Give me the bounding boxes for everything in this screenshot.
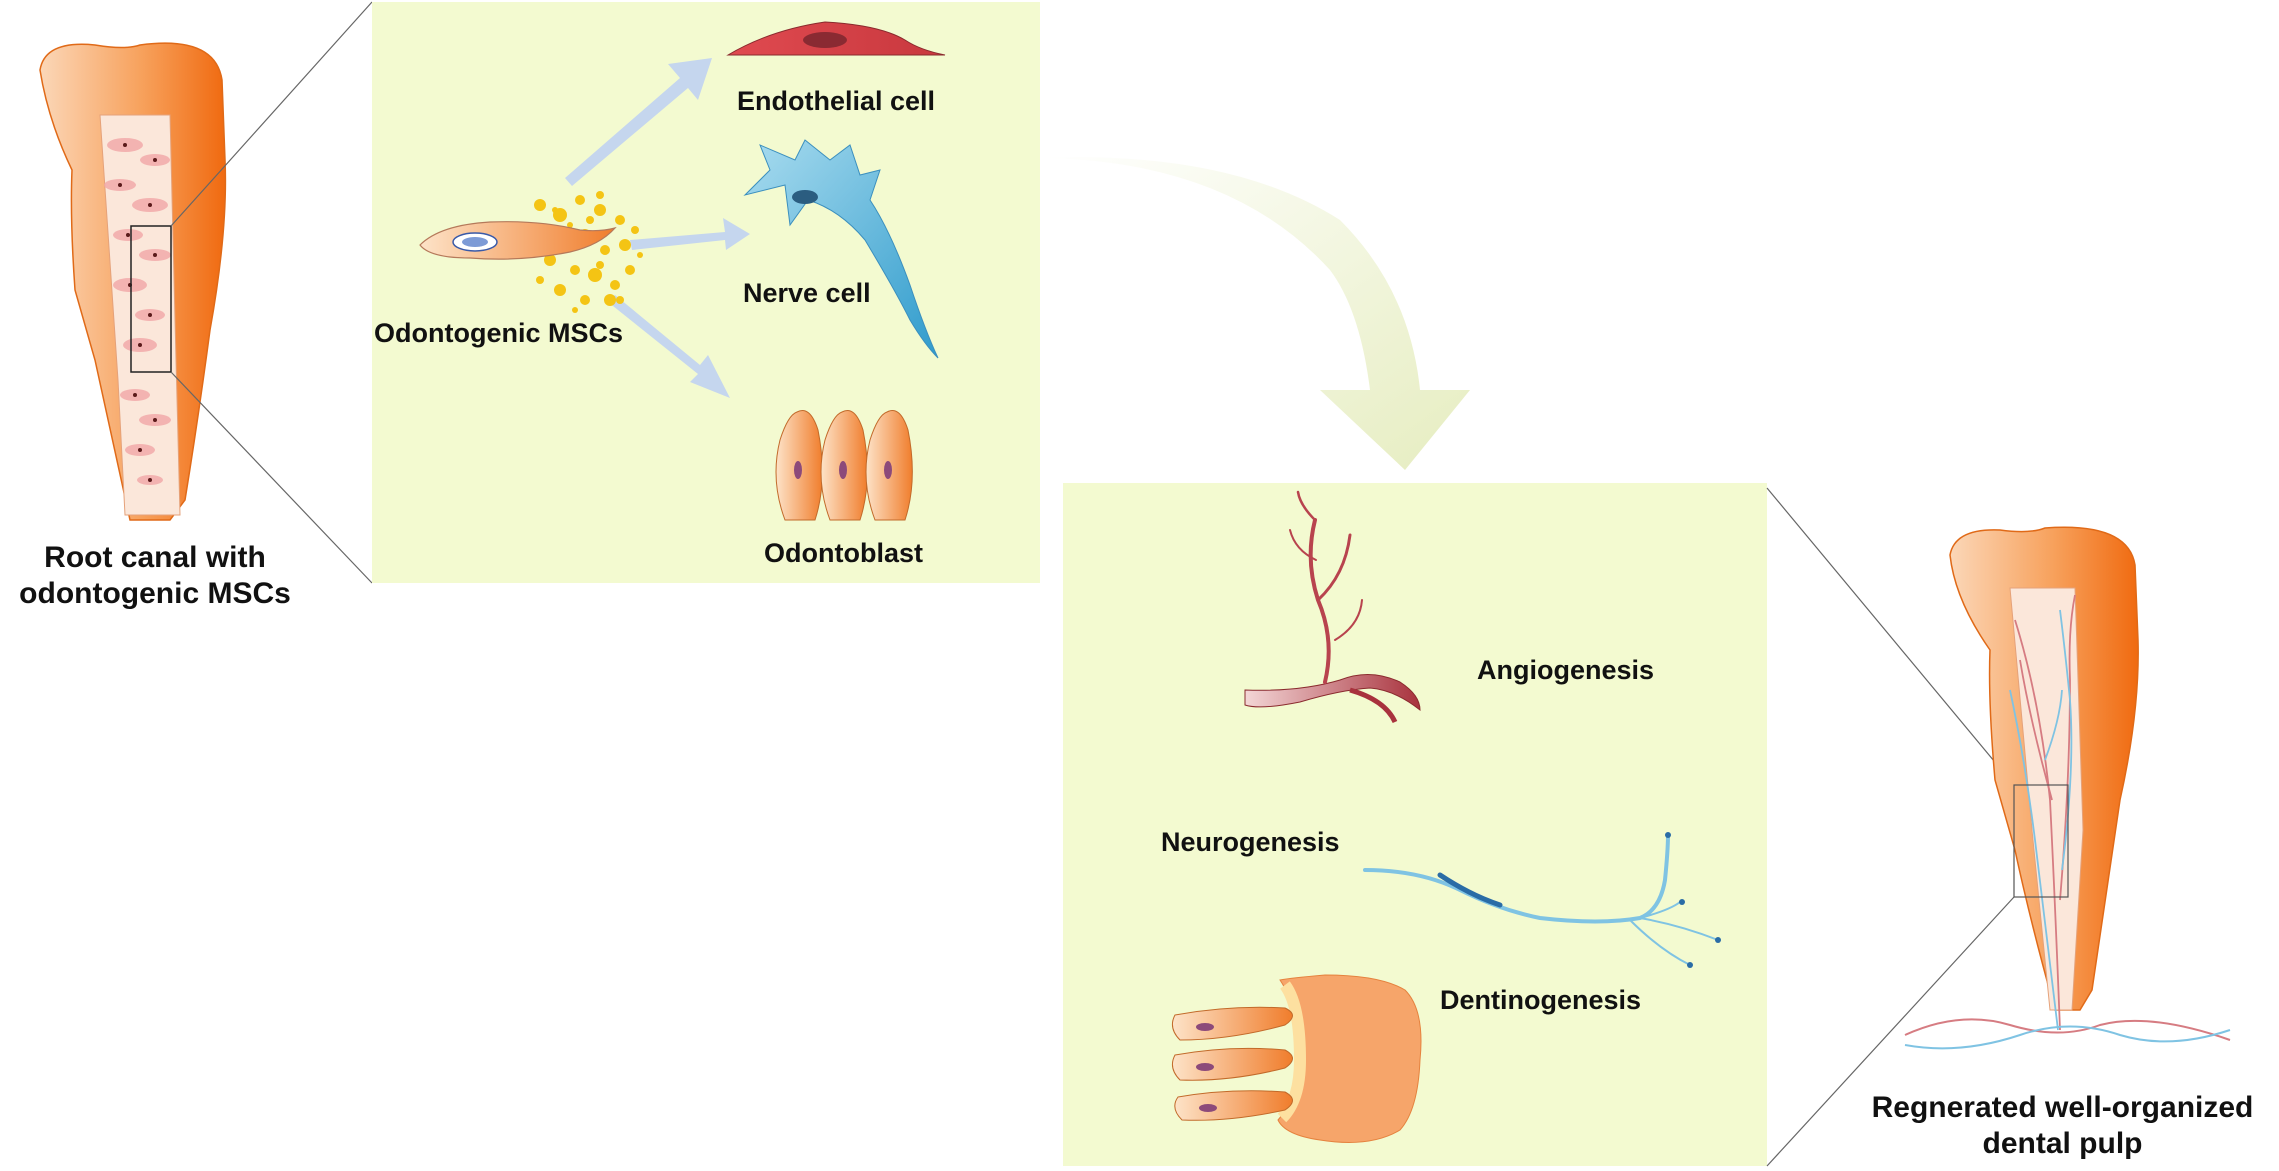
tooth-left-icon: [39, 42, 227, 521]
odontogenic-mscs-label: Odontogenic MSCs: [374, 318, 623, 348]
nerve-cell-label: Nerve cell: [743, 278, 871, 308]
odontoblast-label: Odontoblast: [764, 538, 923, 568]
neurogenesis-label: Neurogenesis: [1161, 827, 1340, 857]
endothelial-cell-label: Endothelial cell: [737, 86, 936, 116]
tooth-right-icon: [1904, 526, 2231, 1050]
root-canal-label-line2: odontogenic MSCs: [19, 577, 291, 610]
differentiation-panel: [372, 2, 1040, 583]
root-canal-label-line1: Root canal with: [44, 541, 266, 574]
zoom-line-top: [170, 1, 373, 227]
odontoblast-cells-icon: [775, 410, 913, 521]
regenerated-pulp-label: Regnerated well-organized dental pulp: [1850, 1090, 2275, 1162]
endothelial-cell-icon: [726, 21, 946, 56]
zoom-line-right-top: [1766, 487, 2015, 786]
nerve-fiber-icon: [1363, 832, 1721, 968]
nerve-cell-icon: [743, 139, 939, 359]
zoom-line-bottom: [170, 371, 373, 584]
regenerated-label-line1: Regnerated well-organized: [1871, 1091, 2254, 1124]
zoom-line-right-bottom: [1766, 896, 2015, 1167]
curved-arrow-icon: [1040, 157, 1470, 470]
dentinogenesis-label: Dentinogenesis: [1440, 985, 1642, 1015]
differentiation-arrows: [565, 58, 750, 398]
root-canal-label: Root canal with odontogenic MSCs: [0, 540, 310, 612]
dentin-cells-icon: [1171, 974, 1422, 1143]
blood-vessel-icon: [1244, 490, 1421, 724]
regenerated-label-line2: dental pulp: [1982, 1127, 2143, 1160]
angiogenesis-label: Angiogenesis: [1477, 655, 1655, 685]
msc-cell-icon: [419, 191, 643, 313]
